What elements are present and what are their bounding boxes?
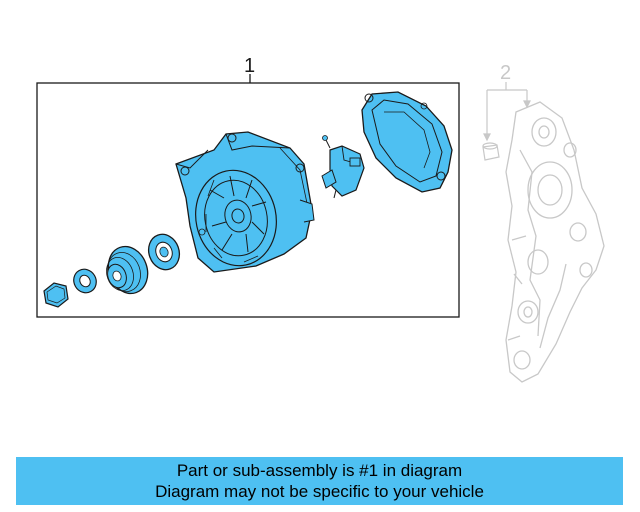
washer-part[interactable]	[69, 265, 100, 297]
alternator-part[interactable]	[175, 131, 315, 273]
callout-number-2: 2	[500, 62, 511, 84]
banner-line-2: Diagram may not be specific to your vehi…	[155, 482, 484, 501]
pulley-part[interactable]	[102, 241, 154, 299]
rear-cover-part[interactable]	[361, 91, 453, 193]
parts-diagram: 1	[36, 55, 605, 383]
banner-line-1: Part or sub-assembly is #1 in diagram	[176, 461, 463, 480]
bushing-part[interactable]	[482, 142, 500, 161]
regulator-part[interactable]	[321, 135, 365, 199]
nut-part[interactable]	[43, 282, 69, 308]
callout-number-1: 1	[244, 55, 255, 77]
info-banner: Part or sub-assembly is #1 in diagram Di…	[16, 457, 623, 505]
bracket-part[interactable]	[505, 101, 605, 383]
assembly-frame	[36, 82, 460, 318]
callout-leader-2	[483, 82, 531, 142]
spacer-part[interactable]	[144, 230, 185, 274]
